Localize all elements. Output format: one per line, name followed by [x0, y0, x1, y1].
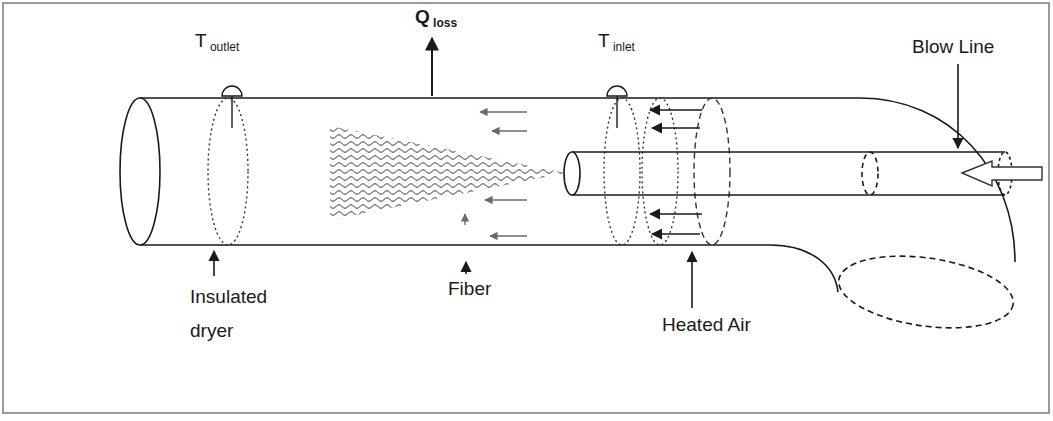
symbol: T	[195, 30, 207, 51]
pointer-arrows	[214, 38, 958, 308]
symbol: T	[598, 30, 610, 51]
subscript: inlet	[610, 40, 635, 54]
frame	[3, 3, 1049, 413]
temperature-sensors	[222, 86, 627, 128]
fiber-cone	[330, 126, 566, 220]
heated-air-arrows	[650, 110, 702, 234]
heat-loss-label: Q loss	[415, 6, 457, 30]
sensor-planes	[208, 98, 730, 245]
temperature-label: T inlet	[598, 30, 635, 54]
subscript: loss	[430, 16, 457, 30]
part-label: Blow Line	[912, 36, 994, 59]
symbol: Q	[415, 6, 430, 27]
part-label: Fiber	[448, 278, 491, 301]
part-label: Insulated dryer	[190, 280, 286, 348]
subscript: outlet	[207, 40, 240, 54]
part-label: Heated Air	[662, 314, 751, 337]
temperature-label: T outlet	[195, 30, 239, 54]
air-arrows	[465, 112, 527, 236]
flow-arrow	[962, 161, 1042, 186]
blow-line-pipe	[564, 152, 1012, 195]
